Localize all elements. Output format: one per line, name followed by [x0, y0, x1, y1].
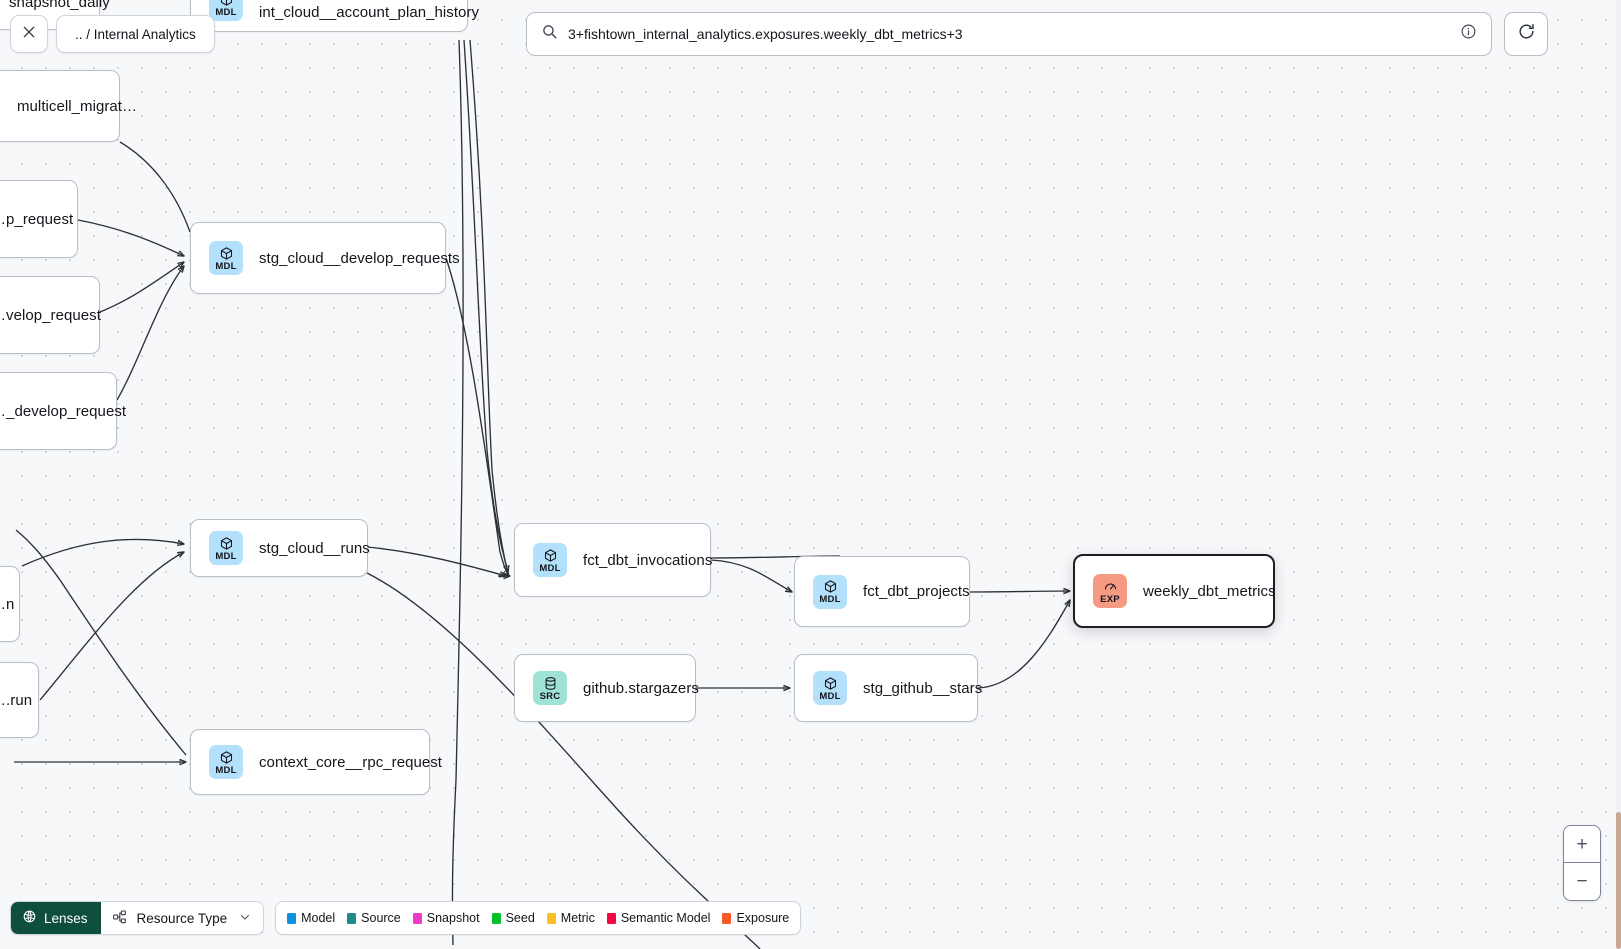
info-circle-icon[interactable] [1460, 23, 1477, 45]
lineage-node-context-core-rpc-request[interactable]: MDL context_core__rpc_request [190, 729, 442, 795]
lineage-node-fct-dbt-projects[interactable]: MDL fct_dbt_projects [794, 556, 970, 627]
legend-item-model: Model [287, 911, 335, 925]
lineage-node-stg-cloud-develop-requests[interactable]: MDL stg_cloud__develop_requests [190, 222, 460, 294]
lenses-button-label: Lenses [44, 910, 88, 926]
zoom-in-button[interactable]: + [1564, 826, 1600, 863]
model-badge-icon: MDL [209, 241, 243, 275]
legend-swatch [491, 912, 501, 924]
resource-type-legend: Model Source Snapshot Seed Metric Semant… [275, 901, 802, 935]
node-label: context_core__rpc_request [259, 753, 443, 771]
node-label: weekly_dbt_metrics [1143, 582, 1276, 600]
legend-label: Seed [505, 911, 535, 925]
vertical-scrollbar[interactable] [1616, 0, 1621, 949]
legend-label: Source [361, 911, 401, 925]
scrollbar-thumb[interactable] [1616, 812, 1621, 949]
legend-item-semantic-model: Semantic Model [606, 911, 711, 925]
zoom-controls: + − [1563, 825, 1601, 901]
resource-type-button[interactable]: Resource Type [100, 902, 264, 934]
lineage-node-develop-request-b[interactable]: …velop_request [0, 276, 101, 354]
lineage-node-stg-cloud-runs[interactable]: MDL stg_cloud__runs [190, 519, 370, 577]
search-input[interactable]: 3+fishtown_internal_analytics.exposures.… [568, 26, 963, 42]
legend-swatch [287, 912, 297, 924]
lineage-node-run-b[interactable]: ….run [0, 662, 39, 738]
model-badge-icon: MDL [813, 574, 847, 609]
lineage-header-overlay: .. / Internal Analytics [10, 15, 215, 53]
lineage-node-multicell-migrate[interactable]: multicell_migrat… [0, 70, 137, 142]
resource-type-label: Resource Type [136, 910, 228, 926]
lineage-node-github-stargazers[interactable]: SRC github.stargazers [514, 654, 699, 722]
source-badge-icon: SRC [533, 671, 567, 705]
node-label: fct_dbt_invocations [583, 551, 713, 569]
model-badge-icon: MDL [533, 543, 567, 577]
model-badge-icon: MDL [209, 0, 243, 21]
model-badge-icon: MDL [209, 745, 243, 779]
legend-item-snapshot: Snapshot [412, 911, 480, 925]
model-badge-icon: MDL [813, 671, 847, 705]
refresh-button[interactable] [1504, 12, 1548, 56]
node-label: int_cloud__account_plan_history [259, 4, 480, 21]
legend-swatch [347, 912, 357, 924]
legend-label: Snapshot [426, 911, 480, 925]
close-icon [21, 24, 37, 45]
legend-swatch [722, 912, 732, 924]
legend-item-exposure: Exposure [722, 911, 789, 925]
lineage-node-run-a[interactable]: …n [0, 566, 20, 642]
legend-item-metric: Metric [546, 911, 595, 925]
lineage-bottom-toolbar: Lenses Resource Type Model Source [10, 901, 802, 935]
node-label: …velop_request [0, 306, 101, 324]
legend-swatch [606, 912, 616, 924]
legend-swatch [546, 912, 556, 924]
node-label: multicell_migrat… [17, 97, 138, 115]
chevron-down-icon [239, 911, 251, 926]
lineage-node-weekly-dbt-metrics[interactable]: EXP weekly_dbt_metrics [1073, 554, 1276, 628]
lineage-node-fct-dbt-invocations[interactable]: MDL fct_dbt_invocations [514, 523, 713, 597]
node-label: stg_github__stars [863, 679, 983, 697]
lineage-node-develop-request-c[interactable]: …_develop_request [0, 372, 126, 450]
legend-swatch [412, 912, 422, 924]
lineage-toolbar: 3+fishtown_internal_analytics.exposures.… [526, 12, 1548, 56]
lineage-node-develop-request-a[interactable]: …p_request [0, 180, 78, 258]
refresh-icon [1517, 22, 1536, 46]
node-label: snapshot_daily [9, 0, 110, 11]
breadcrumb[interactable]: .. / Internal Analytics [56, 15, 215, 53]
lineage-node-stg-github-stars[interactable]: MDL stg_github__stars [794, 654, 982, 722]
node-label: fct_dbt_projects [863, 583, 970, 600]
legend-item-source: Source [347, 911, 401, 925]
node-label: …p_request [0, 210, 74, 228]
exposure-badge-icon: EXP [1093, 574, 1127, 608]
resource-type-icon [112, 909, 128, 928]
node-label: github.stargazers [583, 679, 699, 697]
lineage-search-box[interactable]: 3+fishtown_internal_analytics.exposures.… [526, 12, 1492, 56]
close-button[interactable] [10, 15, 48, 53]
search-icon [541, 23, 558, 45]
lineage-node-int-cloud-account-plan-history[interactable]: MDL int_cloud__account_plan_history [190, 0, 479, 32]
node-label: ….run [0, 691, 33, 709]
lenses-button[interactable]: Lenses [11, 902, 101, 934]
legend-item-seed: Seed [491, 911, 535, 925]
lens-control-group: Lenses Resource Type [10, 901, 265, 935]
node-label: …n [0, 595, 15, 613]
legend-label: Exposure [736, 911, 790, 925]
lens-icon [22, 909, 37, 927]
legend-label: Metric [560, 911, 595, 925]
legend-label: Semantic Model [620, 911, 711, 925]
node-label: stg_cloud__develop_requests [259, 249, 460, 267]
node-label: stg_cloud__runs [259, 539, 370, 557]
zoom-out-button[interactable]: − [1564, 863, 1600, 900]
node-label: …_develop_request [0, 402, 127, 420]
legend-label: Model [301, 911, 336, 925]
model-badge-icon: MDL [209, 531, 243, 565]
